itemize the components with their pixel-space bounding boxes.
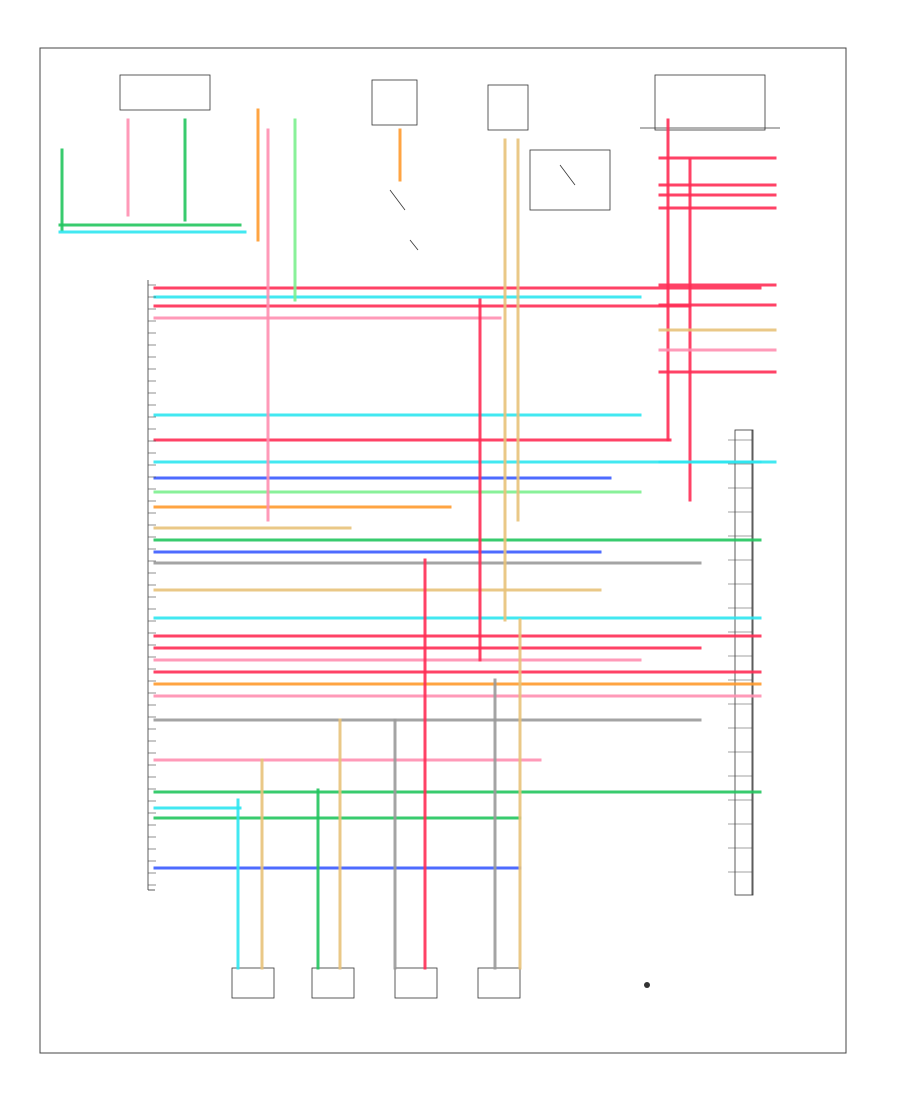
sensor-lf: [231, 967, 275, 999]
pin-labels: [148, 284, 752, 886]
right-module-connector: [734, 429, 754, 896]
sensor-rr: [477, 967, 521, 999]
sensor-lr: [394, 967, 438, 999]
diagram-frame: [39, 47, 847, 1054]
top-fuse-block: [119, 74, 780, 131]
relay-switch-group: [389, 149, 611, 251]
sensor-rf: [311, 967, 355, 999]
wire-layer: [58, 108, 777, 970]
wheel-sensors: [231, 967, 650, 999]
